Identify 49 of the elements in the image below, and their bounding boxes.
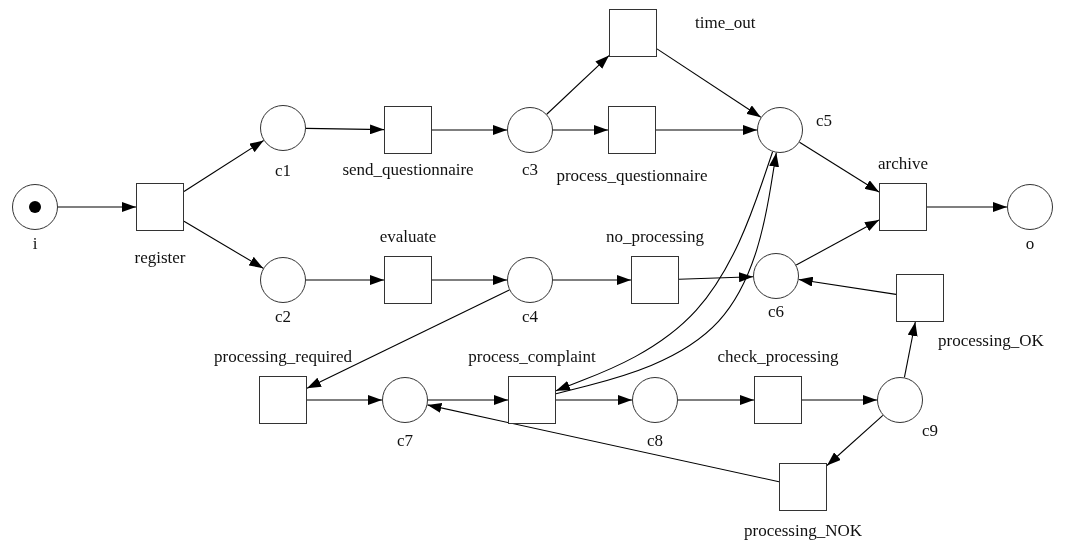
arc-arrow <box>305 275 385 285</box>
node-label: processing_OK <box>938 331 1044 349</box>
arc-arrow <box>555 395 633 405</box>
node-label: c5 <box>816 111 833 129</box>
arc-arrow <box>677 395 755 405</box>
arc-arrow <box>926 202 1008 212</box>
node-label: c2 <box>275 307 291 325</box>
arc-arrow <box>305 124 385 135</box>
node-label: c3 <box>522 160 538 178</box>
arc-arrow <box>903 321 918 378</box>
node-label: process_questionnaire <box>556 166 708 184</box>
arc-arrow <box>431 125 508 135</box>
node-label: archive <box>878 154 928 172</box>
arc-arrow <box>427 395 509 405</box>
arc-arrow <box>546 55 610 115</box>
arc-arrow <box>678 272 754 283</box>
node-label: c1 <box>275 161 291 179</box>
arc-arrow <box>552 125 609 135</box>
arc-arrow <box>57 202 137 212</box>
arc-arrow <box>655 125 758 135</box>
arc-arrow <box>798 141 880 193</box>
arc-arrow <box>431 275 508 285</box>
node-label: c4 <box>522 307 538 325</box>
node-label: check_processing <box>717 347 839 365</box>
arc-arrow <box>306 289 510 389</box>
arc-arrow <box>656 48 762 118</box>
node-label: c9 <box>922 421 939 439</box>
node-label: i <box>32 234 38 252</box>
arc-arrow <box>801 395 878 405</box>
arc-arrow <box>795 219 880 266</box>
arc-arrow <box>183 139 265 193</box>
node-label: send_questionnaire <box>342 160 474 178</box>
arc-arrow <box>798 276 897 295</box>
arc-arrow <box>306 395 383 405</box>
node-label: register <box>134 248 186 266</box>
node-label: time_out <box>695 13 756 31</box>
arc-arrow <box>183 220 264 269</box>
node-label: processing_NOK <box>744 521 862 539</box>
node-label: o <box>1025 234 1035 252</box>
node-label: c6 <box>768 302 784 320</box>
arc-arrow <box>826 414 884 467</box>
arc-arrow <box>552 275 632 285</box>
arc-arrow <box>426 403 780 483</box>
node-label: process_complaint <box>468 347 596 365</box>
node-label: processing_required <box>214 347 352 365</box>
node-label: c8 <box>647 431 663 449</box>
node-label: c7 <box>397 431 413 449</box>
node-label: evaluate <box>379 227 437 245</box>
node-label: no_processing <box>605 227 705 245</box>
